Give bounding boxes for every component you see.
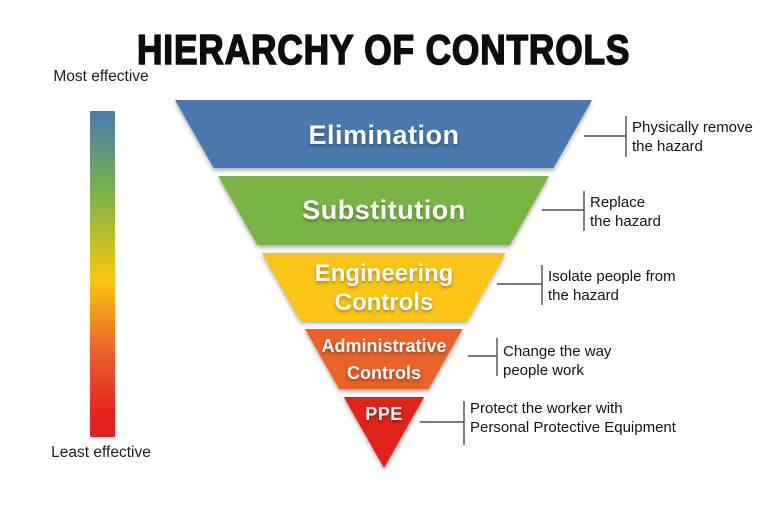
effectiveness-gradient-bar	[90, 111, 115, 437]
ppe-callout-line	[420, 401, 465, 445]
substitution-band	[218, 176, 549, 245]
elimination-band	[175, 100, 592, 168]
administrative-callout-line	[468, 338, 498, 376]
engineering-controls-band	[261, 253, 506, 321]
substitution-callout-line	[542, 191, 585, 231]
administrative-controls-band	[305, 329, 463, 389]
least-effective-label: Least effective	[51, 444, 151, 461]
engineering-controls-description: Isolate people from the hazard	[548, 268, 676, 304]
substitution-label: Substitution	[302, 195, 466, 225]
ppe-description: Protect the worker with Personal Protect…	[470, 400, 676, 436]
elimination-description: Physically remove the hazard	[632, 119, 753, 155]
administrative-controls-label: Administrative Controls	[321, 336, 447, 383]
elimination-label: Elimination	[308, 120, 460, 150]
page-title-text: HIERARCHY OF CONTROLS	[137, 26, 631, 73]
engineering-callout-line	[497, 265, 543, 305]
engineering-controls-label: Engineering Controls	[314, 260, 454, 316]
substitution-description: Replace the hazard	[590, 194, 661, 230]
administrative-controls-description: Change the way people work	[503, 343, 612, 379]
page-title: HIERARCHY OF CONTROLS	[0, 26, 768, 73]
most-effective-label: Most effective	[53, 68, 149, 85]
ppe-band	[343, 397, 425, 468]
ppe-label: PPE	[365, 404, 403, 424]
elimination-callout-line	[584, 116, 627, 157]
